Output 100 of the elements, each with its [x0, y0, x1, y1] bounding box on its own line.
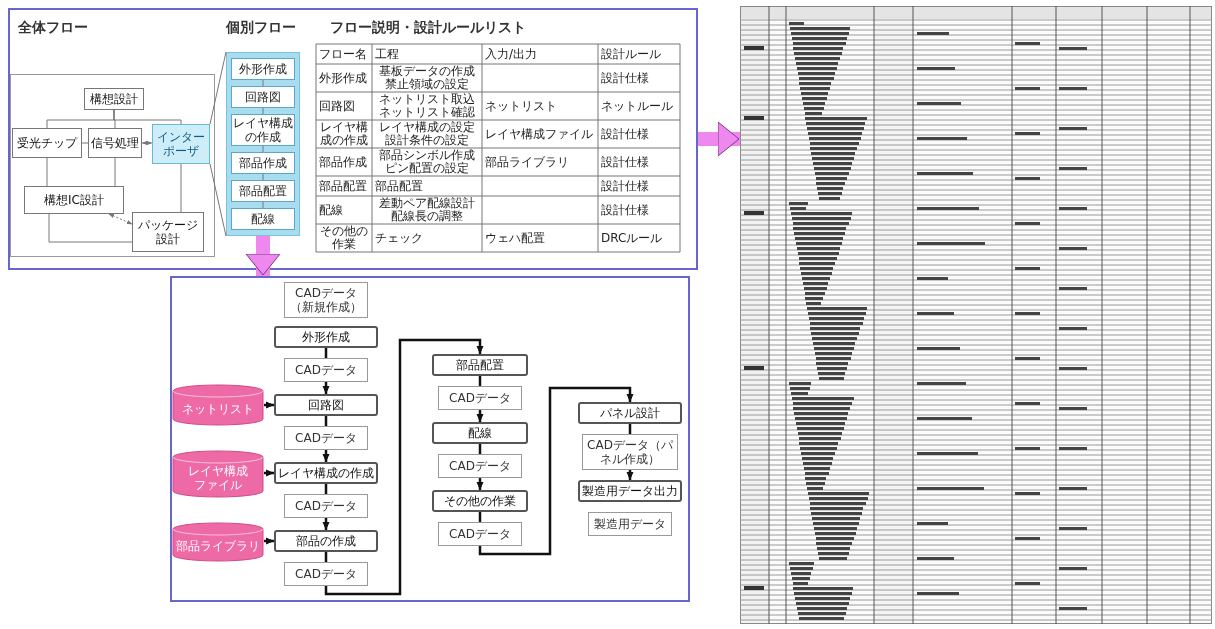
connector-line: [478, 512, 482, 522]
document-box: CADデータ: [284, 358, 368, 382]
table-cell-text: ネットリスト: [484, 97, 558, 115]
table-cell-text: 外形作成: [318, 69, 368, 87]
table-cell-text: 設計仕様: [600, 153, 650, 171]
process-box: 部品配置: [432, 354, 528, 376]
document-box: 製造用データ: [588, 512, 672, 536]
connector-line: [262, 107, 264, 115]
document-box: CADデータ: [438, 386, 522, 410]
table-cell-text: 部品シンボル作成ピン配置の設定: [378, 148, 476, 176]
connector-line: [478, 376, 482, 386]
section-heading: フロー説明・設計ルールリスト: [330, 20, 526, 34]
connector-line: [628, 424, 632, 434]
table-cell-text: フロー名: [318, 45, 368, 63]
connector-line: [114, 157, 116, 187]
table-cell-text: 部品配置: [318, 177, 368, 195]
flow-band: [226, 52, 300, 236]
process-box: 信号処理: [88, 128, 142, 158]
table-cell-text: ネットルール: [600, 97, 674, 115]
table-cell-text: 基板データの作成禁止領域の設定: [378, 64, 476, 92]
process-box: 構想IC設計: [24, 186, 124, 214]
table-cell-text: 設計仕様: [600, 177, 650, 195]
document-box: CADデータ（新規作成）: [284, 282, 368, 318]
connector-line: [262, 79, 264, 87]
process-box: 外形作成: [231, 58, 295, 80]
database-cylinder: レイヤ構成ファイル: [172, 450, 264, 498]
diagram-panel: [8, 8, 698, 270]
table-cell-text: 回路図: [318, 97, 356, 115]
arrow: [478, 386, 634, 556]
database-cylinder: 部品ライブラリ: [172, 522, 264, 562]
diagram-panel: [170, 276, 690, 602]
connector-line: [81, 142, 89, 144]
process-box: 配線: [231, 208, 295, 230]
connector-line: [113, 109, 182, 125]
process-box: 構想設計: [84, 88, 144, 110]
table-cell-text: 設計ルール: [600, 45, 662, 63]
arrow: [322, 518, 330, 530]
connector-line: [180, 163, 182, 213]
table-cell-text: 設計仕様: [600, 69, 650, 87]
process-box: 受光チップ: [12, 128, 82, 158]
arrow: [264, 469, 274, 477]
arrow: [141, 141, 153, 145]
table-cell-text: レイヤ構成の設定設計条件の設定: [378, 120, 476, 148]
document-box: CADデータ: [284, 562, 368, 586]
table-cell-text: その他の作業: [319, 224, 369, 252]
process-box: インターポーザ: [152, 124, 210, 164]
process-box: 配線: [432, 422, 528, 444]
block-arrow: [698, 121, 740, 157]
arrow: [322, 450, 330, 462]
table-cell-text: DRCルール: [600, 229, 664, 247]
process-box: パネル設計: [578, 402, 682, 424]
table-cell-text: 設計仕様: [600, 201, 650, 219]
process-box: 製造用データ出力: [578, 480, 682, 502]
connector-line: [324, 484, 328, 494]
process-box: 回路図: [274, 394, 378, 416]
connector-line: [478, 444, 482, 454]
connector-line: [262, 201, 264, 209]
arrow: [264, 401, 274, 409]
zoom-line: [209, 51, 227, 237]
process-box: 部品作成: [231, 152, 295, 174]
connector-line: [48, 213, 133, 243]
document-box: CADデータ: [284, 426, 368, 450]
table-cell-text: 入力/出力: [484, 45, 539, 63]
process-box: レイヤ構成の作成: [231, 114, 295, 146]
connector-line: [262, 145, 264, 153]
connector-line: [324, 416, 328, 426]
table-cell-text: 差動ペア配線設計配線長の調整: [378, 196, 476, 224]
arrow: [476, 478, 484, 490]
process-box: パッケージ設計: [132, 212, 204, 252]
process-box: その他の作業: [432, 490, 528, 512]
arrow: [322, 382, 330, 394]
table-cell-text: 部品配置: [374, 177, 424, 195]
document-box: CADデータ: [438, 522, 522, 546]
table-cell-text: ウェハ配置: [484, 229, 546, 247]
connector-line: [46, 157, 48, 187]
section-heading: 個別フロー: [226, 20, 296, 34]
process-box: 部品の作成: [274, 530, 378, 552]
table-cell-text: 配線: [318, 201, 344, 219]
arrow: [108, 213, 133, 225]
arrow: [264, 537, 274, 545]
table-cell-text: ネットリスト取込ネットリスト確認: [378, 92, 476, 120]
process-box: レイヤ構成の作成: [274, 462, 378, 484]
table-cell-text: 部品ライブラリ: [484, 153, 570, 171]
table-cell-text: 部品作成: [318, 153, 368, 171]
table-cell-text: 工程: [374, 45, 400, 63]
arrow: [626, 470, 634, 480]
database-cylinder: ネットリスト: [172, 384, 264, 426]
document-box: CADデータ: [438, 454, 522, 478]
document-box: CADデータ（パネル作成）: [582, 434, 678, 470]
block-arrow: [245, 236, 281, 276]
document-box: CADデータ: [284, 494, 368, 518]
arrow: [324, 338, 484, 596]
table-cell-text: 設計仕様: [600, 125, 650, 143]
process-box: 部品配置: [231, 180, 295, 202]
connector-line: [324, 552, 328, 562]
arrow: [476, 410, 484, 422]
section-heading: 全体フロー: [18, 20, 88, 34]
connector-line: [262, 173, 264, 181]
table-cell-text: レイヤ構成ファイル: [484, 125, 594, 143]
connector-line: [324, 348, 328, 358]
